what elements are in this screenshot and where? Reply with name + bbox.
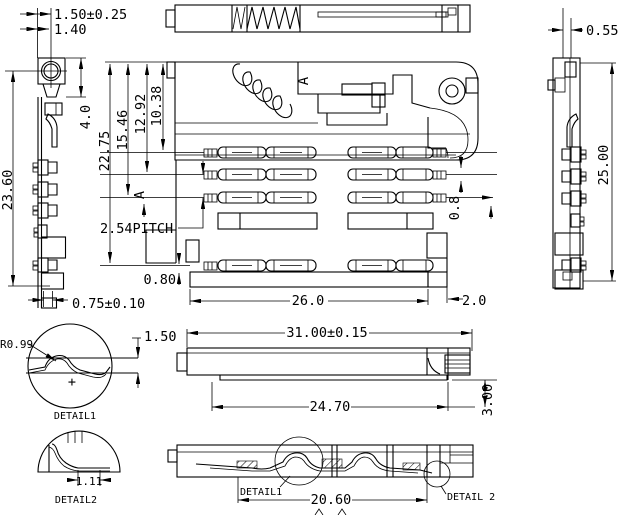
dim-inner-width: 24.70	[211, 382, 475, 415]
detail2-callout-circle	[423, 460, 451, 488]
bottom-view: DETAIL1 DETAIL 2 20.60	[167, 436, 495, 515]
dim-20-60: 20.60	[311, 492, 352, 508]
dim-r0-99: R0.99	[0, 338, 33, 351]
extension-lines	[100, 61, 497, 266]
contact-row	[203, 168, 447, 181]
dim-hole-offset: 1.50±0.25 1.40	[20, 7, 127, 58]
dim-overall-height-right: 25.00	[580, 62, 616, 282]
front-view: 31.00±0.15 24.70 3.00	[176, 325, 497, 417]
detail1-callout-circle	[274, 436, 324, 486]
contact-wave	[195, 452, 433, 474]
dim-25-00: 25.00	[596, 145, 612, 186]
detail1-callout-label: DETAIL1	[240, 487, 282, 498]
dim-24-70: 24.70	[310, 399, 351, 415]
contact-row	[203, 146, 447, 159]
dim-overall-width: 31.00±0.15	[186, 325, 473, 351]
dim-3-00: 3.00	[480, 384, 496, 417]
dim-contact-span: 20.60	[237, 477, 428, 508]
side-contact	[32, 257, 58, 273]
section-marker-a: A	[296, 76, 312, 85]
dim-boss-height: 4.0	[66, 57, 94, 129]
dim-10-38: 10.38	[149, 86, 165, 127]
dim-pad-offset: 0.80	[143, 253, 182, 288]
side-contact	[32, 202, 58, 219]
dim-26-0: 26.0	[292, 293, 325, 309]
contact-row	[203, 259, 434, 272]
right-side-view: 0.55 25.00	[547, 8, 618, 290]
top-view	[165, 4, 471, 33]
side-contact	[561, 190, 587, 207]
contact-row	[203, 191, 447, 204]
dim-1-11: 1.11	[76, 475, 103, 488]
dim-22-75: 22.75	[97, 131, 113, 172]
dim-0-8: 0.8	[447, 196, 463, 220]
plan-view: A	[145, 61, 479, 288]
dim-1-50-tol: 1.50±0.25	[54, 7, 127, 23]
side-contact	[32, 181, 58, 198]
dim-0-55: 0.55	[586, 23, 618, 39]
side-contact	[561, 146, 587, 163]
detail2-callout-label: DETAIL 2	[447, 492, 495, 503]
side-contact	[570, 213, 585, 228]
dim-1-50: 1.50	[144, 329, 177, 345]
detail2-view: 1.11 DETAIL2	[37, 430, 121, 506]
dim-31-00: 31.00±0.15	[286, 325, 367, 341]
dim-0-80: 0.80	[143, 272, 176, 288]
side-contact	[33, 224, 48, 239]
side-contact	[32, 159, 58, 176]
base-plate	[189, 271, 429, 288]
detail1-view: + R0.99 1.50 DETAIL1	[0, 323, 177, 422]
dim-1-40: 1.40	[54, 22, 87, 38]
pivot-hole	[438, 77, 466, 105]
dim-12-92: 12.92	[133, 94, 149, 135]
dim-contact-width: 0.8	[447, 156, 464, 220]
datum-a-label: A	[132, 191, 148, 199]
side-contact	[561, 168, 587, 185]
center-mark: +	[68, 374, 76, 390]
dim-23-60: 23.60	[0, 170, 16, 211]
dim-overall-height-left: 23.60	[0, 71, 50, 287]
left-side-view: 1.50±0.25 1.40 23.60 4.0 0.75±0.10	[0, 7, 145, 312]
detail1-title: DETAIL1	[54, 411, 96, 422]
spring-coil	[232, 63, 293, 119]
dim-height: 3.00	[452, 379, 497, 417]
dim-body-width: 26.0	[189, 289, 429, 309]
dim-pitch: 2.54PITCH A	[100, 161, 206, 237]
dim-right-step: 2.0	[446, 263, 486, 309]
dim-0-75: 0.75±0.10	[72, 296, 145, 312]
detail2-title: DETAIL2	[55, 495, 97, 506]
dim-top-step: 0.55	[548, 8, 618, 58]
dim-2-0: 2.0	[462, 293, 486, 309]
dim-4-0: 4.0	[78, 105, 94, 129]
dim-pitch-label: 2.54PITCH	[100, 221, 173, 237]
dim-row-heights: 22.75 15.46 12.92 10.38	[97, 64, 166, 263]
dim-15-46: 15.46	[115, 110, 131, 151]
dim-foot-thickness: 0.75±0.10	[28, 291, 145, 312]
